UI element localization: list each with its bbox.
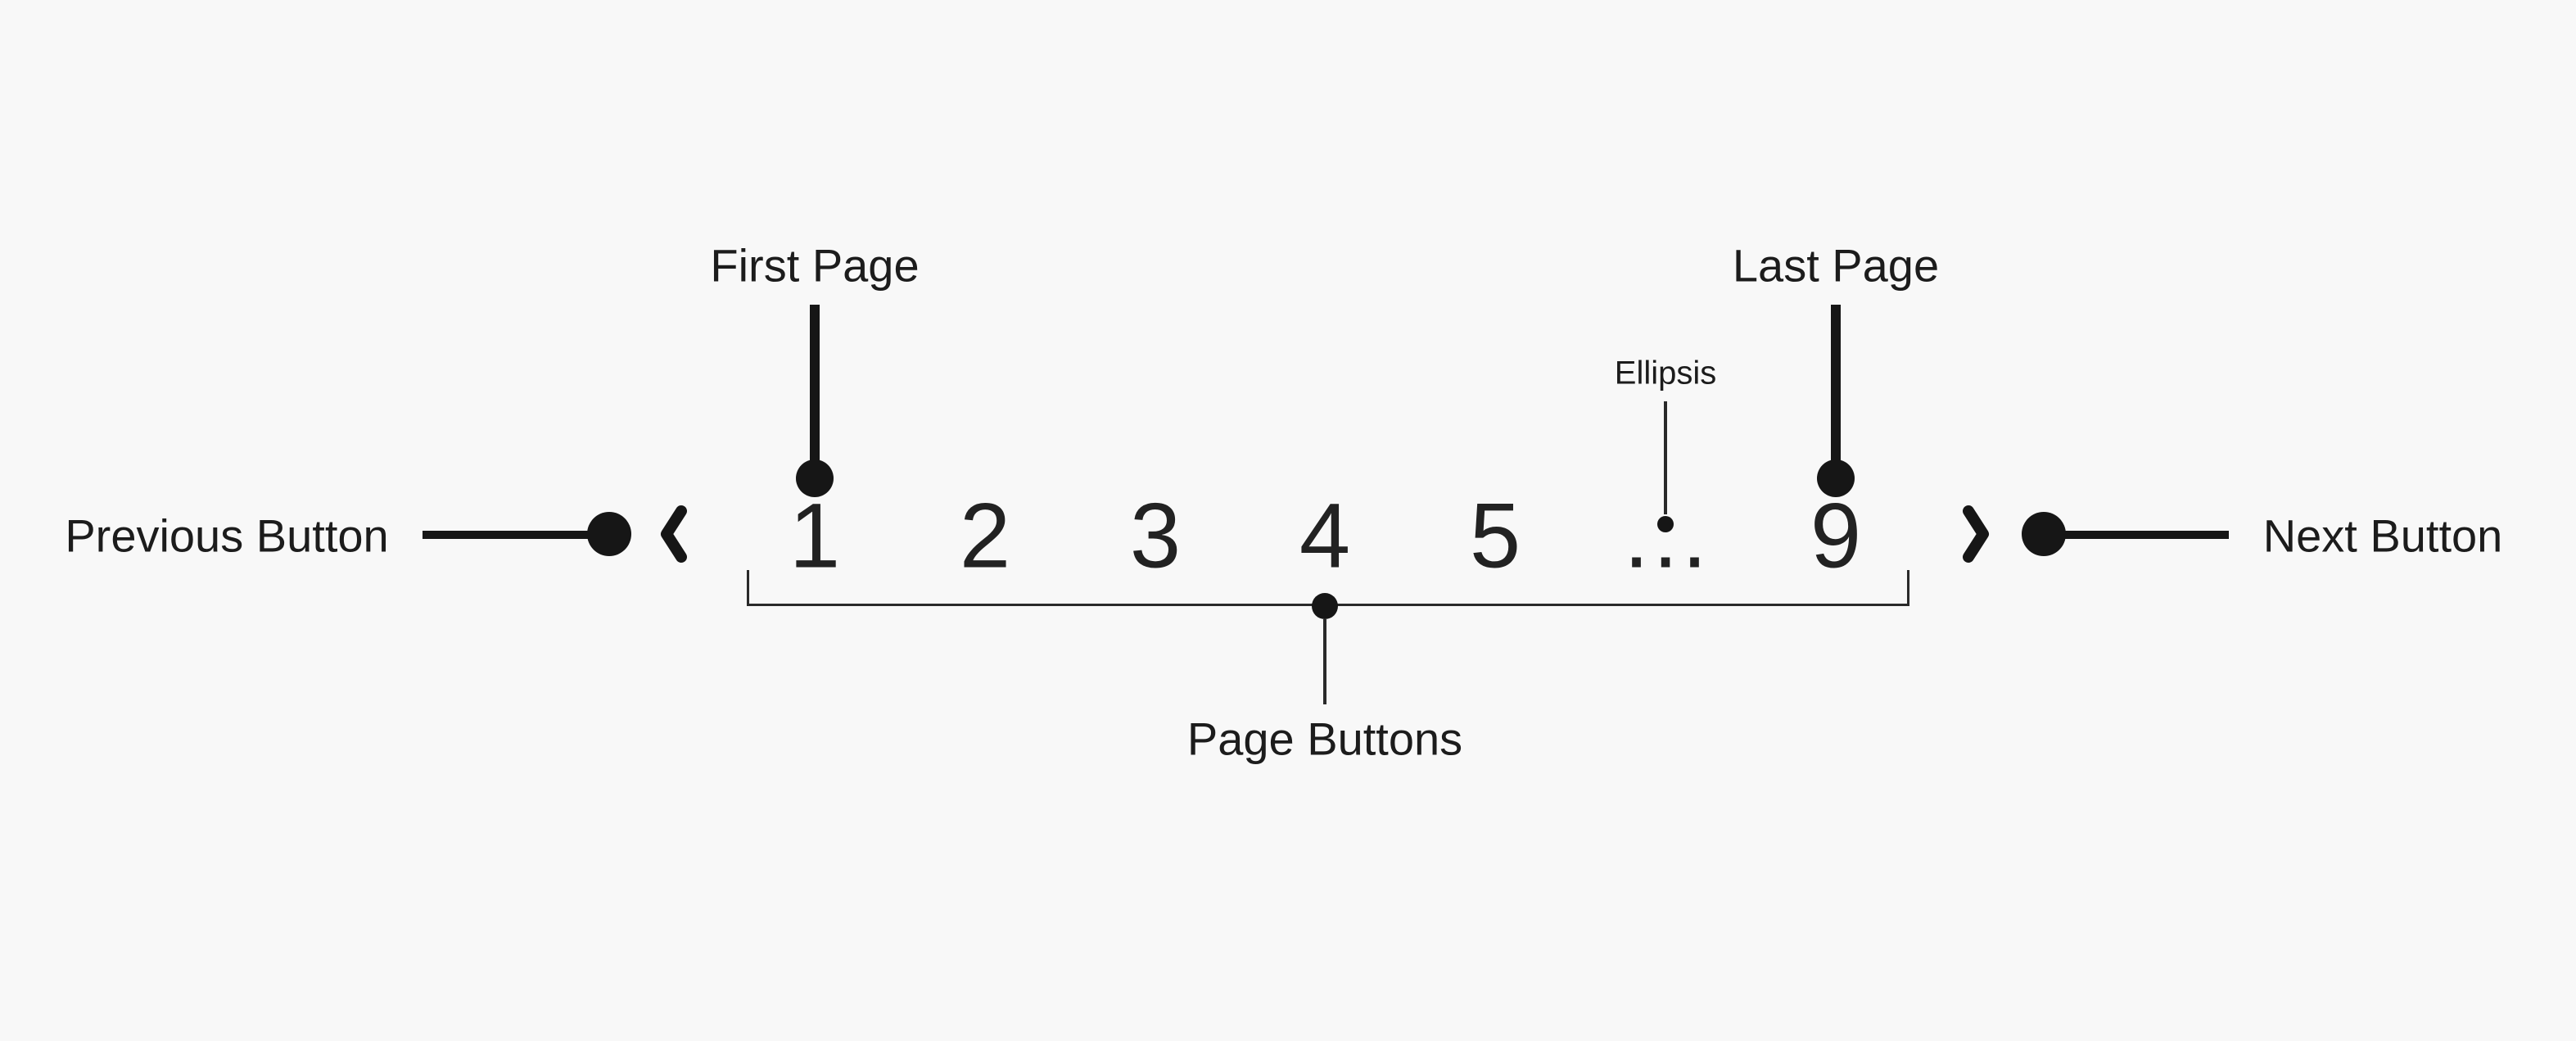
annotation-last-page-label: Last Page [1732,239,1940,292]
next-button[interactable] [1962,505,1991,563]
chevron-right-icon [1963,505,1989,563]
annotation-dot-last-page [1817,459,1855,497]
page-button-9[interactable]: 9 [1810,484,1862,587]
annotation-line-last-page [1831,305,1841,465]
annotation-dot-previous [587,512,631,556]
annotation-dot-next [2022,512,2066,556]
annotation-dot-page-buttons [1312,593,1338,619]
page-button-2[interactable]: 2 [959,484,1011,587]
annotation-dot-ellipsis [1657,516,1674,532]
previous-button[interactable] [658,505,688,563]
annotation-next-button-label: Next Button [2262,509,2503,562]
page-button-1[interactable]: 1 [789,484,841,587]
annotation-first-page-label: First Page [710,239,920,292]
annotation-previous-button-label: Previous Button [65,509,389,562]
page-button-5[interactable]: 5 [1469,484,1521,587]
chevron-left-icon [661,505,687,563]
page-button-3[interactable]: 3 [1129,484,1182,587]
annotation-line-previous [423,531,591,539]
annotation-line-next [2065,531,2229,539]
annotation-dot-first-page [796,459,834,497]
annotation-line-ellipsis [1664,401,1667,514]
annotation-line-first-page [810,305,820,465]
annotation-line-page-buttons [1323,619,1326,704]
page-button-4[interactable]: 4 [1299,484,1351,587]
annotation-page-buttons-label: Page Buttons [1186,713,1463,765]
annotation-ellipsis-label: Ellipsis [1614,355,1717,392]
